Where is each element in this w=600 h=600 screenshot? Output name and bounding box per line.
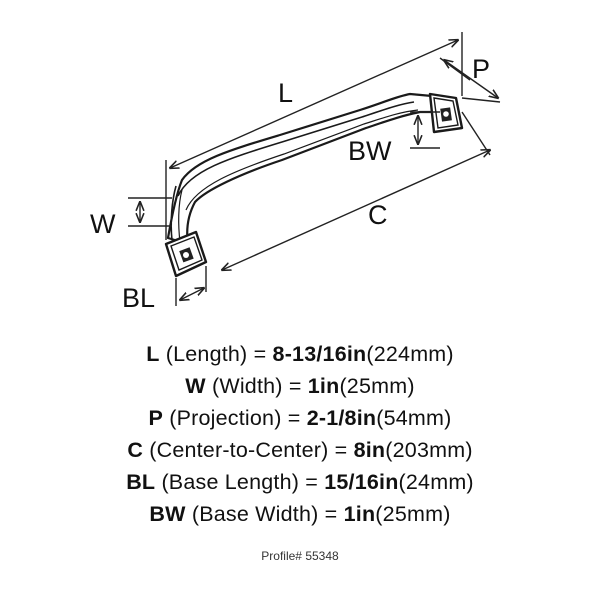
spec-abbr: W — [185, 374, 206, 398]
profile-number: Profile# 55348 — [261, 549, 339, 563]
spec-line-length: L (Length) = 8-13/16in(224mm) — [0, 338, 600, 370]
spec-name: (Projection) = — [169, 406, 301, 430]
spec-value: 8-13/16in — [272, 342, 367, 366]
spec-metric: (25mm) — [375, 502, 451, 526]
spec-line-base-length: BL (Base Length) = 15/16in(24mm) — [0, 466, 600, 498]
label-C: C — [368, 200, 388, 230]
label-P: P — [472, 54, 490, 84]
spec-metric: (203mm) — [385, 438, 473, 462]
left-base — [164, 230, 208, 278]
label-W: W — [90, 209, 116, 239]
spec-abbr: BL — [126, 470, 156, 494]
spec-name: (Length) = — [165, 342, 267, 366]
length-dimension — [170, 40, 458, 168]
label-L: L — [278, 78, 293, 108]
spec-abbr: C — [127, 438, 144, 462]
spec-value: 1in — [307, 374, 340, 398]
dimension-lines — [128, 32, 500, 306]
label-BL: BL — [122, 283, 155, 313]
spec-value: 2-1/8in — [306, 406, 377, 430]
spec-name: (Center-to-Center) = — [149, 438, 348, 462]
handle-dimension-diagram: L P BW W C BL — [90, 32, 600, 313]
spec-name: (Base Length) = — [161, 470, 319, 494]
projection-dimension — [444, 60, 498, 98]
spec-line-width: W (Width) = 1in(25mm) — [0, 370, 600, 402]
spec-metric: (24mm) — [398, 470, 474, 494]
spec-value: 15/16in — [324, 470, 399, 494]
spec-line-center-to-center: C (Center-to-Center) = 8in(203mm) — [0, 434, 600, 466]
spec-list: L (Length) = 8-13/16in(224mm) W (Width) … — [0, 338, 600, 530]
spec-value: 1in — [343, 502, 376, 526]
label-BW: BW — [348, 136, 392, 166]
spec-line-projection: P (Projection) = 2-1/8in(54mm) — [0, 402, 600, 434]
spec-metric: (224mm) — [366, 342, 454, 366]
right-base — [428, 92, 464, 134]
spec-abbr: P — [148, 406, 164, 430]
base-length-dimension — [180, 288, 204, 300]
spec-value: 8in — [353, 438, 386, 462]
spec-line-base-width: BW (Base Width) = 1in(25mm) — [0, 498, 600, 530]
spec-abbr: BW — [149, 502, 186, 526]
spec-abbr: L — [146, 342, 160, 366]
center-to-center-dimension — [222, 150, 490, 270]
spec-metric: (25mm) — [339, 374, 415, 398]
spec-name: (Width) = — [211, 374, 302, 398]
spec-name: (Base Width) = — [191, 502, 338, 526]
spec-metric: (54mm) — [376, 406, 452, 430]
